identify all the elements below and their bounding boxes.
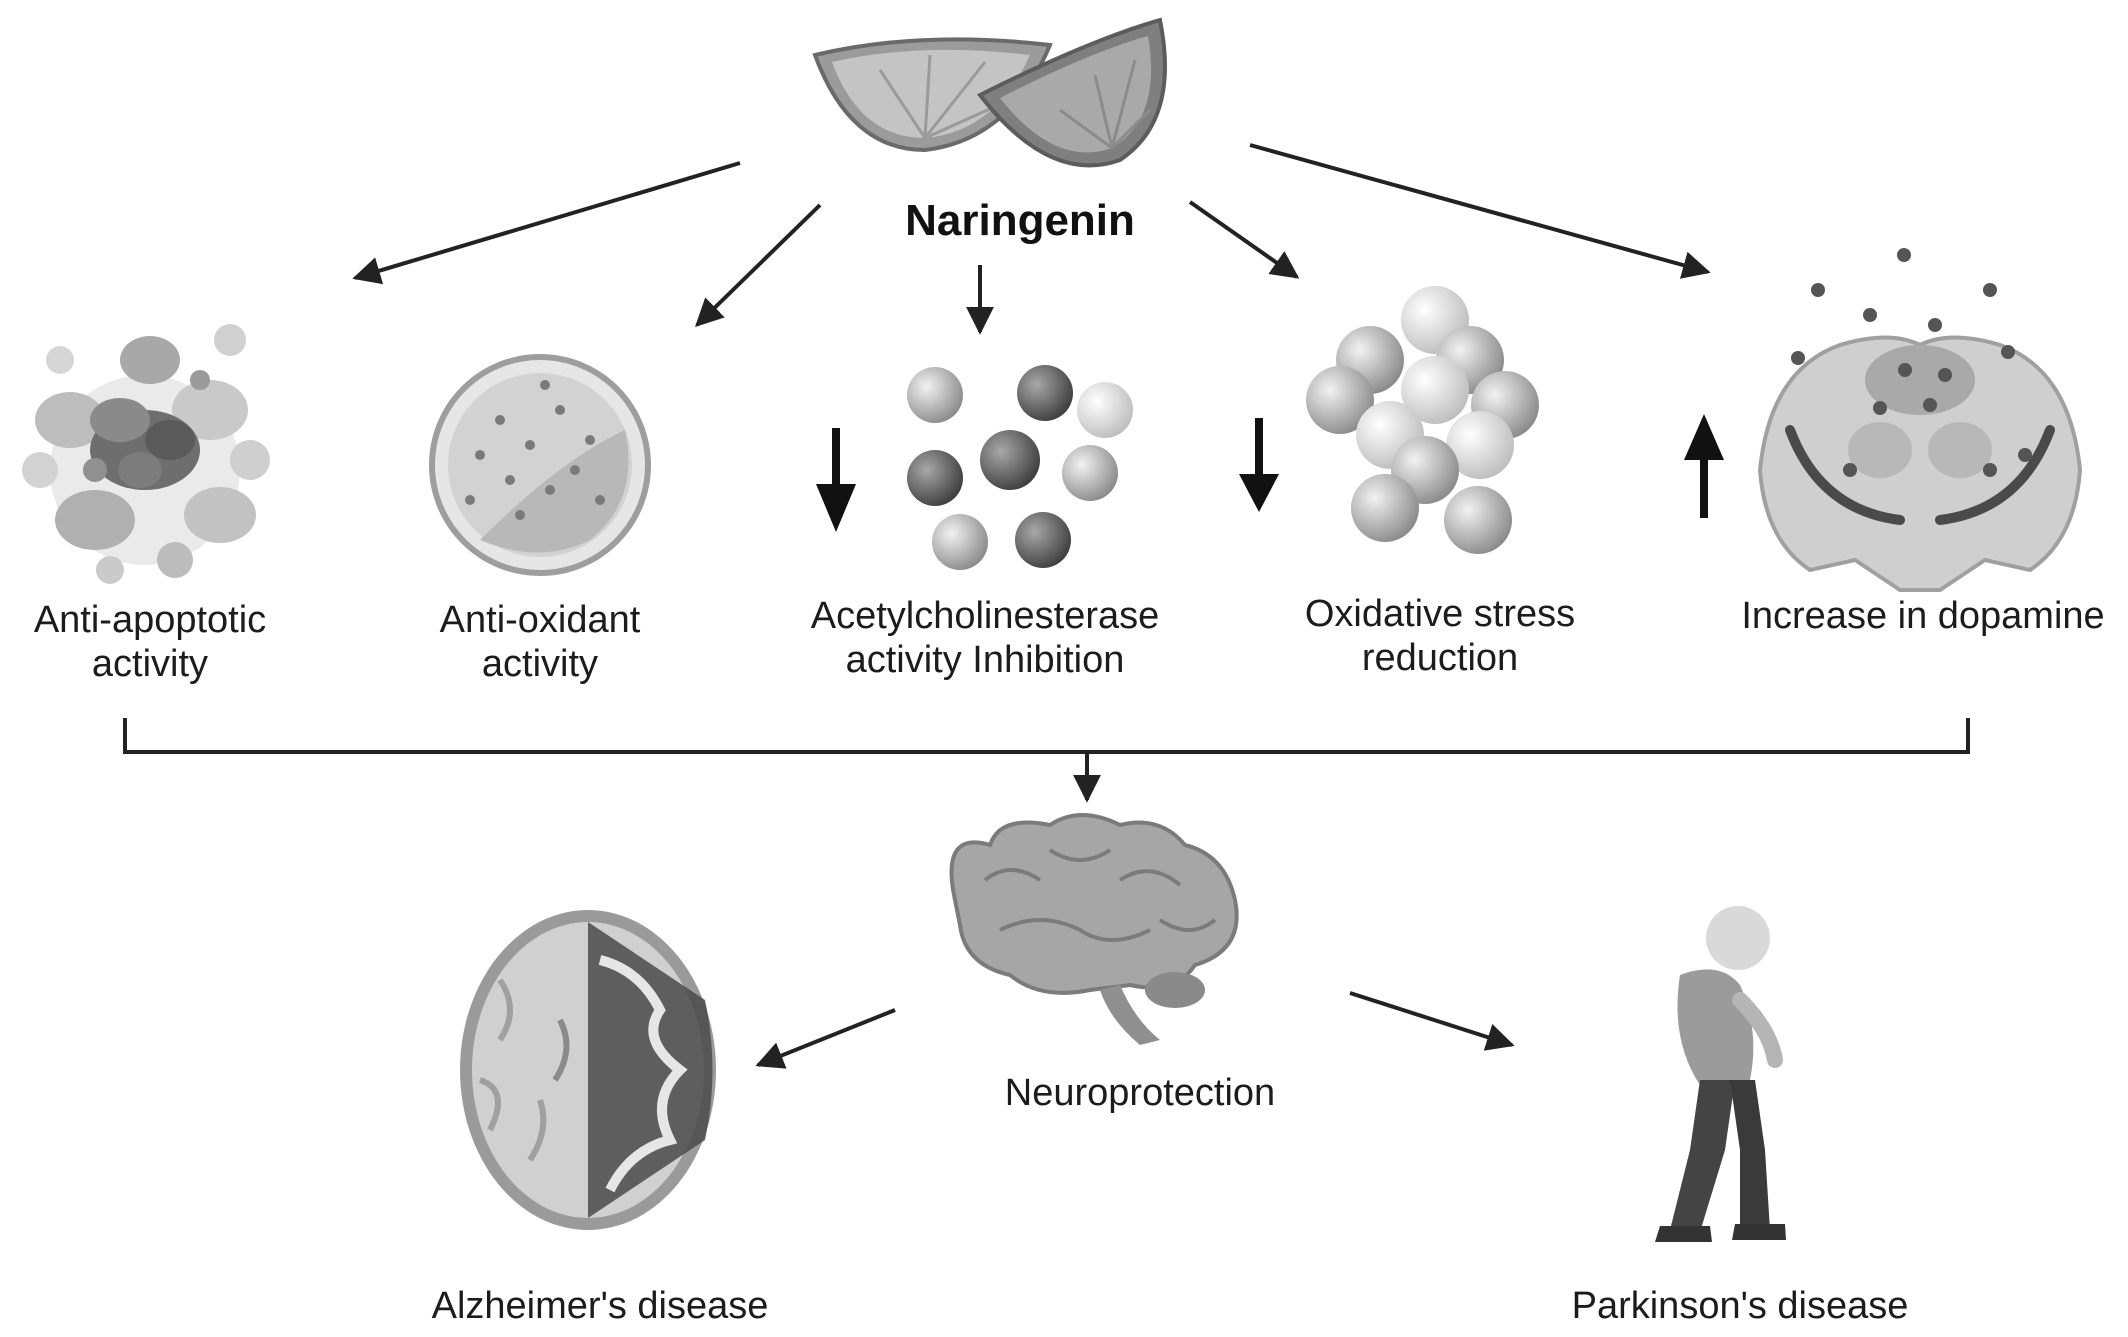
outcome-label: Neuroprotection xyxy=(1004,1072,1276,1114)
label-line: Anti-oxidant xyxy=(439,599,641,641)
apoptotic-cells-icon xyxy=(22,324,270,584)
decrease-arrow-icon xyxy=(1239,418,1279,512)
brain-scan-icon xyxy=(460,910,716,1230)
effect-label-acetylcholinesterase: Acetylcholinesterase activity Inhibition xyxy=(780,594,1190,682)
molecule-spheres-icon xyxy=(907,365,1133,570)
arrow-to-anti-apoptotic xyxy=(352,161,741,285)
effect-label-anti-apoptotic: Anti-apoptotic activity xyxy=(0,598,300,686)
arrow-to-alzheimers xyxy=(755,1008,896,1069)
decrease-arrow-icon xyxy=(816,428,856,532)
increase-arrow-icon xyxy=(1684,414,1724,518)
arrow-to-parkinsons xyxy=(1349,991,1515,1051)
naringenin-arrows xyxy=(352,143,1711,335)
elderly-person-icon xyxy=(1655,906,1786,1242)
orange-slices-icon xyxy=(812,17,1167,168)
label-line: activity xyxy=(481,643,599,685)
diagram-title: Naringenin xyxy=(905,196,1135,245)
arrow-to-dopamine xyxy=(1249,143,1711,279)
disease-label-alzheimers: Alzheimer's disease xyxy=(431,1285,769,1327)
grape-cluster-icon xyxy=(1306,286,1539,554)
label-line: Increase in dopamine xyxy=(1741,595,2105,637)
brain-icon xyxy=(949,813,1239,1045)
label-line: reduction xyxy=(1361,637,1519,679)
label-line: activity xyxy=(91,643,209,685)
brainstem-dopamine-icon xyxy=(1757,248,2083,592)
bracket-connector xyxy=(123,718,1970,803)
label-line: Oxidative stress xyxy=(1304,593,1576,635)
label-line: Anti-apoptotic xyxy=(33,599,267,641)
arrow-to-oxidative-stress xyxy=(1188,200,1300,279)
petri-dish-icon xyxy=(429,354,651,576)
disease-arrows xyxy=(755,991,1515,1069)
label-line: Acetylcholinesterase xyxy=(810,595,1160,637)
effect-label-oxidative-stress: Oxidative stress reduction xyxy=(1260,592,1620,680)
label-line: activity Inhibition xyxy=(845,639,1125,681)
effect-label-anti-oxidant: Anti-oxidant activity xyxy=(395,598,685,686)
arrow-to-anti-oxidant xyxy=(694,203,822,327)
disease-label-parkinsons: Parkinson's disease xyxy=(1571,1285,1909,1327)
effect-label-dopamine: Increase in dopamine xyxy=(1718,594,2128,638)
